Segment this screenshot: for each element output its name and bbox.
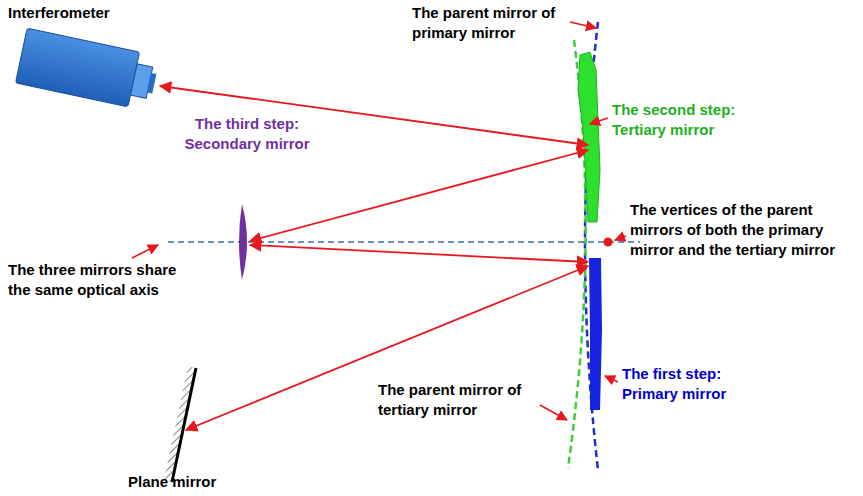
device-label: Interferometer [8, 3, 168, 23]
leader [540, 405, 567, 420]
vertex-dot [604, 238, 613, 247]
leader [590, 118, 608, 124]
part-label: The parent mirror of primary mirror [412, 3, 572, 43]
ray [250, 150, 588, 241]
ray [250, 245, 588, 262]
part-label: The parent mirror of tertiary mirror [378, 380, 543, 420]
note-label: The three mirrors share the same optical… [8, 260, 193, 300]
step-label: The first step: Primary mirror [622, 364, 772, 404]
interferometer-icon [15, 28, 160, 111]
step-label: The third step: Secondary mirror [172, 114, 322, 154]
note-label: The vertices of the parent mirrors of bo… [630, 200, 858, 260]
plane-mirror-hatch [164, 366, 196, 482]
plane-mirror [172, 368, 196, 482]
primary-mirror [589, 258, 602, 410]
light-rays [160, 86, 588, 430]
leader [570, 22, 596, 28]
leader [615, 236, 626, 240]
leader-arrows [132, 22, 626, 420]
tertiary-mirror [578, 52, 600, 222]
ray [186, 266, 588, 430]
leader [605, 376, 618, 382]
optical-axis [168, 241, 640, 243]
secondary-mirror [239, 204, 247, 280]
leader [132, 245, 158, 258]
step-label: The second step: Tertiary mirror [612, 100, 762, 140]
part-label: Plane mirror [128, 472, 268, 492]
